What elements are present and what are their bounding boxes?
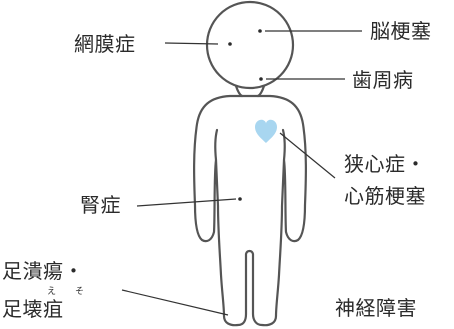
label-stroke: 脳梗塞 <box>370 19 432 43</box>
right-arm-inner-line <box>281 128 286 162</box>
dot-brain <box>258 29 262 33</box>
label-retinopathy: 網膜症 <box>74 32 136 56</box>
dot-retina <box>228 42 232 46</box>
left-arm-inner-line <box>214 128 219 162</box>
leader-foot <box>121 289 229 316</box>
label-periodontal: 歯周病 <box>352 68 414 92</box>
ruby-e: え <box>47 287 57 297</box>
indicator-dots <box>228 29 263 201</box>
leader-nephropathy <box>136 198 237 207</box>
leader-angina <box>279 132 336 179</box>
human-figure <box>193 0 307 327</box>
label-angina-line2: 心筋梗塞 <box>344 184 426 208</box>
label-foot-line1: 足潰瘍・ <box>2 259 84 283</box>
ruby-so: そ <box>75 287 85 297</box>
label-angina-line1: 狭心症・ <box>344 152 426 176</box>
label-neuropathy: 神経障害 <box>335 296 417 320</box>
leader-lines <box>121 30 362 316</box>
torso-outline <box>193 94 307 327</box>
leader-retinopathy <box>164 42 219 45</box>
neck-outline <box>234 84 266 98</box>
label-nephropathy: 腎症 <box>80 193 121 217</box>
head-outline <box>205 0 295 90</box>
dot-kidney <box>238 197 242 201</box>
dot-mouth <box>259 77 263 81</box>
label-foot-line2: 足壊疽 <box>2 297 64 321</box>
heart-icon <box>255 119 277 143</box>
